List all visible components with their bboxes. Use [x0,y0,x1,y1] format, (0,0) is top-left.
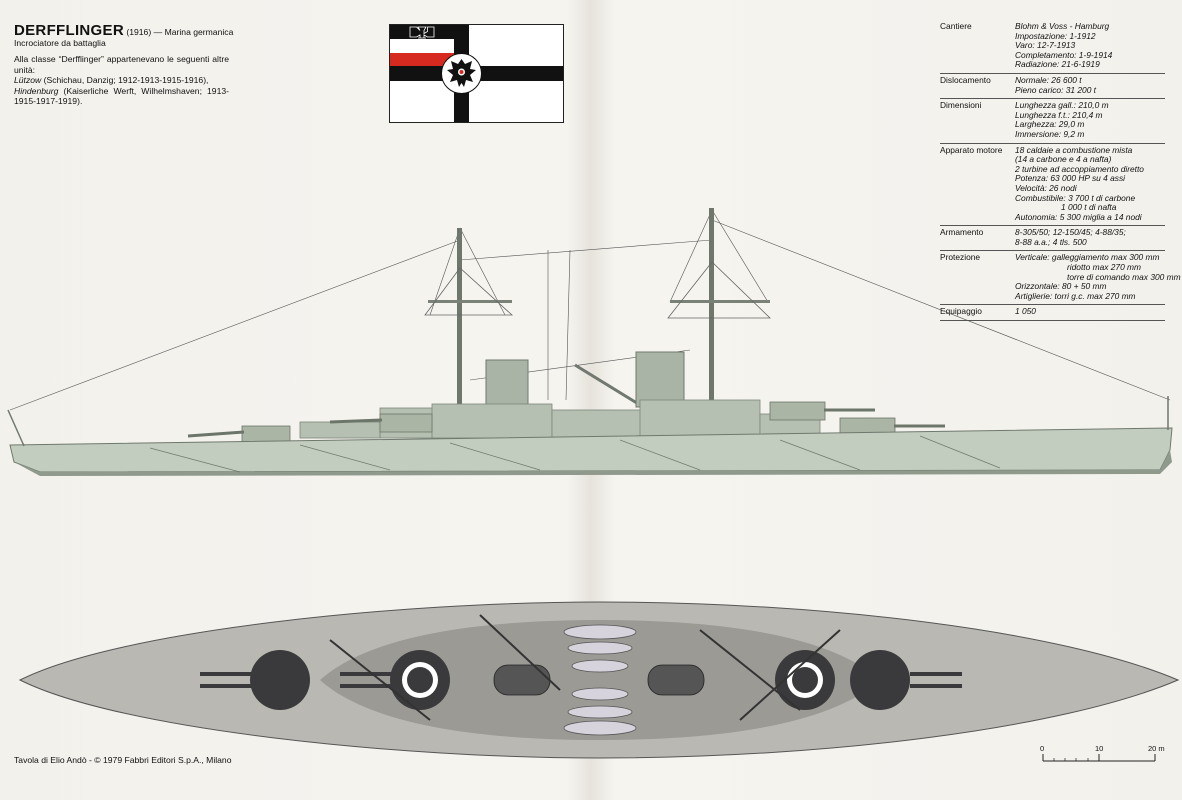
sister-ship-2-info: (Kaiserliche Werft, Wilhelmshaven; 1913-… [14,85,230,107]
spec-row-protezione: Protezione Verticale: galleggiamento max… [940,251,1181,306]
spec-value: Radiazione: 21-6-1919 [1015,59,1100,70]
spec-value: Lunghezza gall.: 210,0 m [1015,100,1109,111]
spec-values: Lunghezza gall.: 210,0 m Lunghezza f.t.:… [1015,101,1165,139]
spec-value: 1 000 t di nafta [1061,202,1117,213]
spec-value: Lunghezza f.t.: 210,4 m [1015,109,1103,120]
ship-navy: — Marina germanica [153,27,234,37]
turret-guns [187,408,945,438]
spec-label: Dislocamento [940,74,991,85]
spec-row-equipaggio: Equipaggio 1 050 [940,305,1165,322]
sister-ship-1-name: Lützow [14,75,42,85]
ship-side-profile [0,200,1182,480]
ship-boats [563,624,637,736]
ship-top-plan [0,590,1182,770]
spec-label: Cantiere [940,21,972,31]
aft-funnel [635,351,685,408]
side-profile-drawing [7,208,1173,476]
hull-camouflage-lines [149,435,1001,473]
spec-value: Verticale: galleggiamento max 300 mm [1015,252,1160,263]
side-turrets [241,401,896,445]
scale-label-0: 0 [1040,744,1045,753]
war-ensign-drawing [390,25,563,122]
ship-year: (1916) [126,27,152,37]
spec-values: Blohm & Voss - Hamburg Impostazione: 1-1… [1015,21,1165,70]
spec-value: Varo: 12-7-1913 [1015,40,1076,51]
spec-values: Verticale: galleggiamento max 300 mm rid… [1015,253,1181,301]
spec-label: Dimensioni [940,100,982,111]
ship-name: DERFFLINGER [14,22,124,39]
spec-row-dimensioni: Dimensioni Lunghezza gall.: 210,0 m Lung… [940,99,1165,144]
deck-beams [329,614,841,721]
spec-value: ridotto max 270 mm [1067,262,1142,273]
specifications-table: Cantiere Blohm & Voss - Hamburg Impostaz… [940,20,1181,322]
scale-ruler [1042,754,1156,762]
spec-label: Apparato motore [940,144,1003,155]
scale-label-20: 20 m [1148,744,1165,753]
fore-funnel [485,359,529,411]
spec-value: Combustibile: 3 700 t di carbone [1015,192,1136,203]
spec-value: Autonomia: 5 300 miglia a 14 nodi [1015,211,1142,222]
title-block: DERFFLINGER (1916) — Marina germanica In… [14,23,233,107]
bow-jackstaff [7,409,25,447]
top-turret-guns [200,672,962,688]
spec-value: Velocità: 26 nodi [1015,182,1077,193]
top-funnels [493,664,705,696]
spec-value: Normale: 26 600 t [1015,74,1082,85]
spec-value: Completamento: 1-9-1914 [1015,49,1113,60]
eagle-icon [447,59,476,87]
spec-row-apparato-motore: Apparato motore 18 caldaie a combustione… [940,144,1165,227]
spec-value: Impostazione: 1-1912 [1015,30,1096,41]
spec-label: Equipaggio [940,306,982,317]
spec-label: Protezione [940,252,981,263]
spec-value: 1 050 [1015,306,1036,317]
spec-value: Larghezza: 29,0 m [1015,119,1085,130]
spec-row-cantiere: Cantiere Blohm & Voss - Hamburg Impostaz… [940,20,1165,74]
sister-ship-1-info: (Schichau, Danzig; 1912-1913-1915-1916), [43,75,209,85]
spec-value: Artiglierie: torri g.c. max 270 mm [1015,290,1136,301]
spec-values: Normale: 26 600 t Pieno carico: 31 200 t [1015,74,1165,95]
spec-value: Pieno carico: 31 200 t [1015,84,1097,95]
spec-value: Orizzontale: 80 + 50 mm [1015,281,1107,292]
imperial-war-ensign [389,24,564,123]
spec-values: 8-305/50; 12-150/45; 4-88/35; 8-88 a.a.;… [1015,228,1165,247]
spec-value: (14 a carbone e 4 a nafta) [1015,154,1112,165]
credit-line: Tavola di Elio Andò - © 1979 Fabbri Edit… [14,755,232,765]
spec-row-armamento: Armamento 8-305/50; 12-150/45; 4-88/35; … [940,226,1165,252]
waterline-hull [14,450,1172,476]
class-description: Alla classe “Derfflinger” appartenevano … [14,54,229,107]
spec-values: 1 050 [1015,307,1165,317]
spec-value: Blohm & Voss - Hamburg [1015,21,1110,31]
spec-value: 2 turbine ad accoppiamento diretto [1015,163,1144,174]
class-intro: Alla classe “Derfflinger” appartenevano … [14,54,229,75]
top-plan-drawing [18,601,1180,759]
spec-value: 8-88 a.a.; 4 tls. 500 [1015,236,1087,247]
spec-value: torre di comando max 300 mm [1067,271,1181,282]
ship-type: Incrociatore da battaglia [14,37,106,48]
rigging-lines [9,209,1171,411]
scale-label-10: 10 [1095,744,1104,753]
fore-mast [424,228,514,418]
scale-bar: 0 10 20 m [1040,744,1165,764]
boat-crane [574,363,641,407]
spec-value: Immersione: 9,2 m [1015,128,1085,139]
central-deck [320,620,880,740]
iron-cross-icon [409,26,435,39]
spec-values: 18 caldaie a combustione mista (14 a car… [1015,144,1165,223]
spec-row-dislocamento: Dislocamento Normale: 26 600 t Pieno car… [940,74,1165,100]
spec-value: Potenza: 63 000 HP su 4 assi [1015,173,1126,184]
sister-ship-2-name: Hindenburg [14,85,59,96]
spec-value: 8-305/50; 12-150/45; 4-88/35; [1015,227,1126,238]
top-turrets-centre [407,667,818,693]
spec-label: Armamento [940,227,984,238]
main-mast [667,208,771,408]
spec-value: 18 caldaie a combustione mista [1015,144,1133,155]
